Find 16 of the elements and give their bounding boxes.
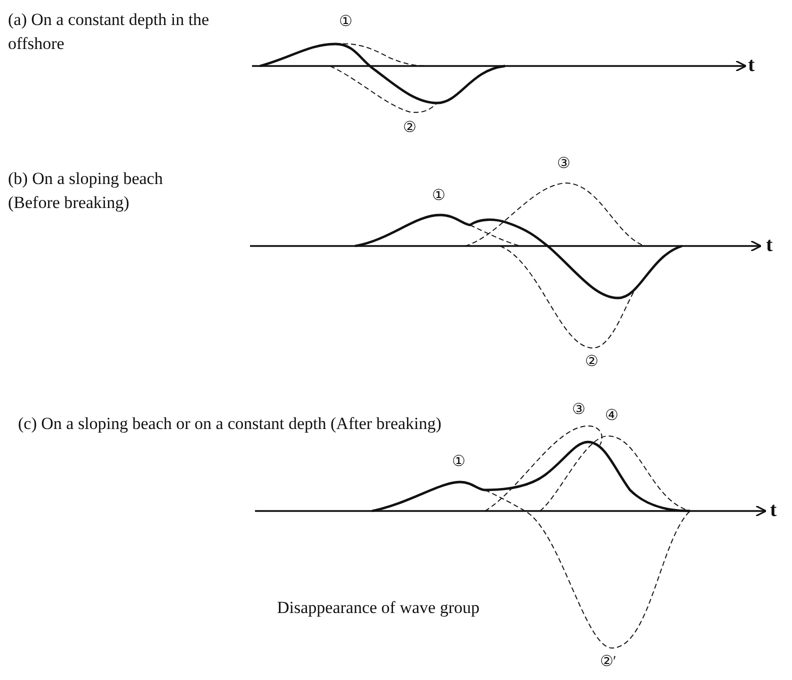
axis-label: t bbox=[766, 233, 773, 257]
curve-number: ② bbox=[585, 353, 598, 372]
axis-label: t bbox=[748, 53, 755, 77]
panel-title: (c) On a sloping beach or on a constant depth (After breaking) bbox=[18, 413, 442, 435]
axis-label: t bbox=[770, 498, 777, 522]
curve-number: ④ bbox=[605, 407, 618, 426]
panel-title: (b) On a sloping beach (Before breaking) bbox=[8, 168, 164, 214]
annotation-text: Disappearance of wave group bbox=[277, 597, 480, 619]
curve-number: ③ bbox=[572, 401, 585, 420]
panel-title: (a) On a constant depth in the offshore bbox=[8, 9, 210, 55]
curve-number: ① bbox=[339, 13, 352, 32]
curve-number: ② bbox=[403, 119, 416, 138]
curve-number: ① bbox=[452, 453, 465, 472]
curve-number: ③ bbox=[557, 155, 570, 174]
curve-number: ① bbox=[432, 187, 445, 206]
curve-number: ②′ bbox=[600, 653, 616, 672]
